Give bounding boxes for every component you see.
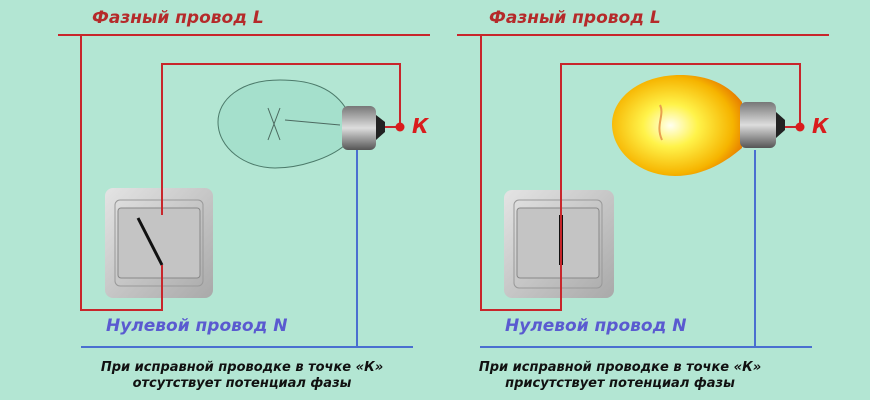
caption-line-2: отсутствует потенциал фазы: [132, 376, 352, 391]
point-k-label: К: [812, 114, 829, 138]
neutral-label: Нулевой провод N: [106, 316, 288, 336]
phase-label: Фазный провод L: [489, 8, 661, 28]
point-k-label: К: [412, 114, 429, 138]
switch-contact-open: [136, 217, 164, 266]
point-k: [795, 122, 805, 132]
neutral-label: Нулевой провод N: [505, 316, 687, 336]
caption-line-1: При исправной проводке в точке «К»: [478, 360, 762, 375]
point-k: [395, 122, 405, 132]
left-circuit: [58, 34, 430, 348]
caption: При исправной проводке в точке «К» прису…: [440, 360, 800, 392]
switch: [504, 190, 614, 298]
switch: [105, 188, 213, 298]
caption: При исправной проводке в точке «К» отсут…: [62, 360, 422, 392]
caption-line-1: При исправной проводке в точке «К»: [100, 360, 384, 375]
right-circuit: [457, 34, 829, 348]
phase-label: Фазный провод L: [92, 8, 264, 28]
bulb-on: [612, 75, 785, 176]
bulb-off: [217, 79, 385, 169]
caption-line-2: присутствует потенциал фазы: [505, 376, 735, 391]
